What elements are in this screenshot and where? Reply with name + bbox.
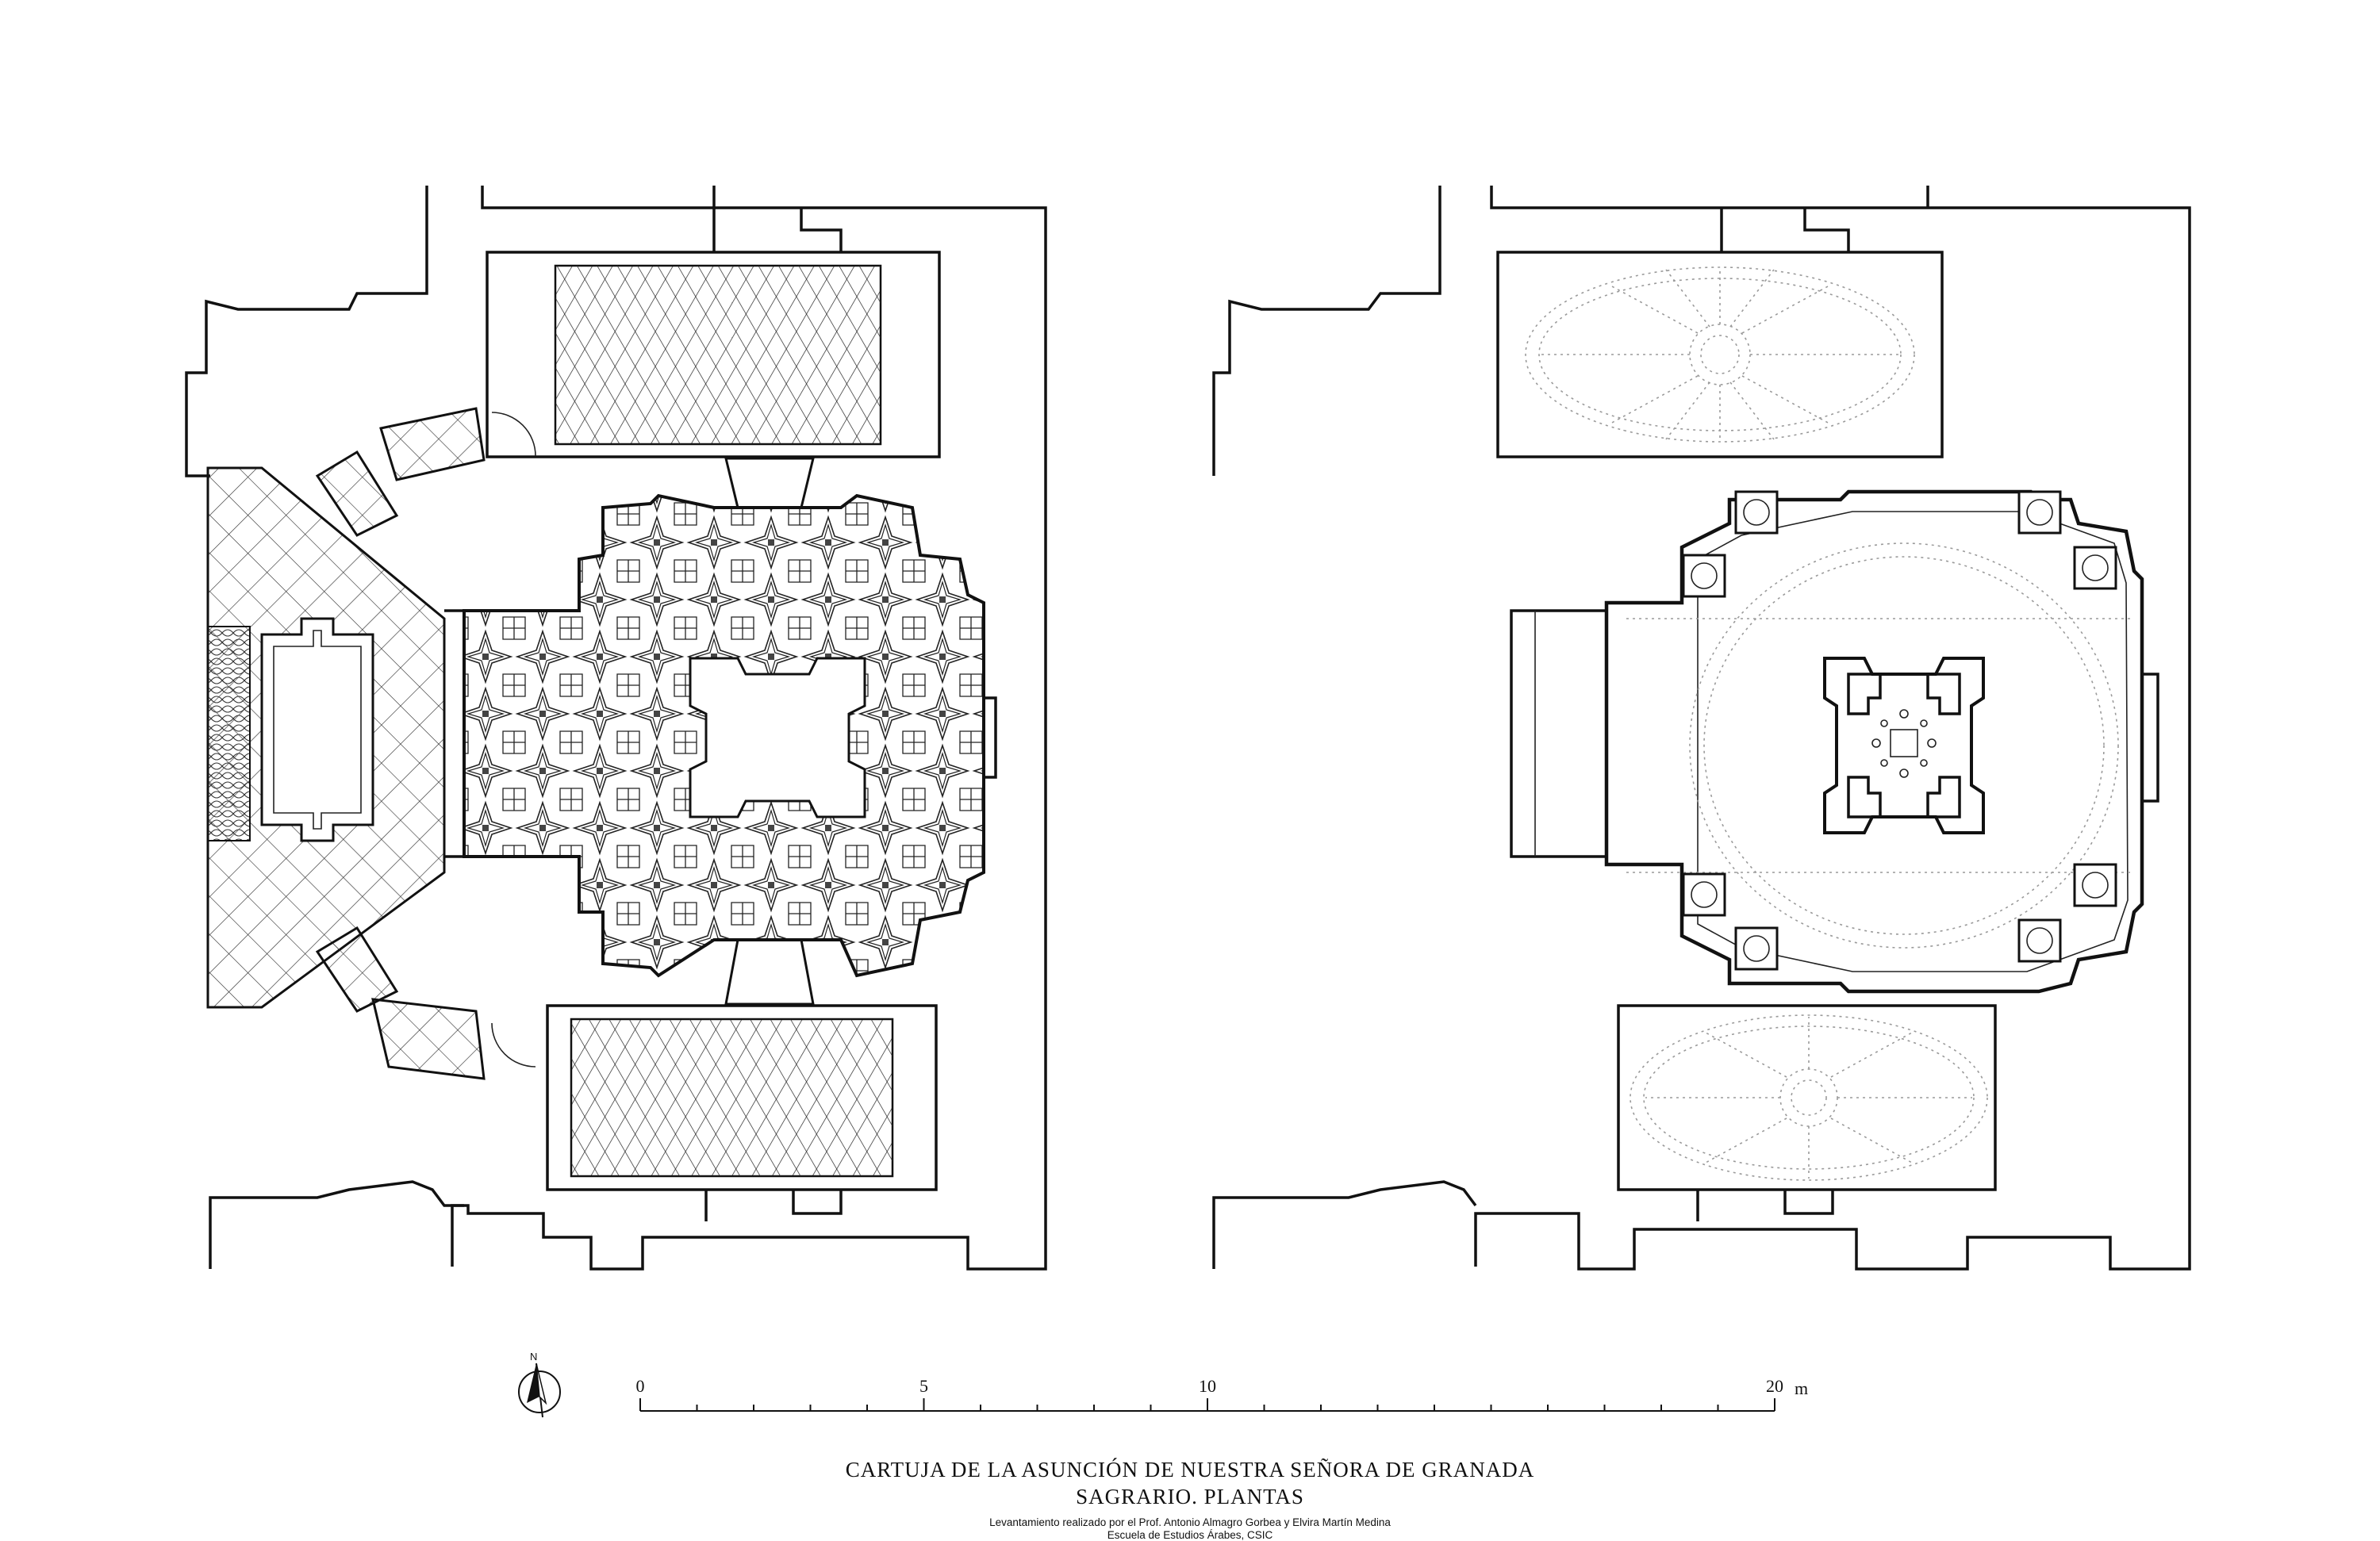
- drawing-subtitle: SAGRARIO. PLANTAS: [1076, 1485, 1304, 1508]
- scale-ticks: [639, 1398, 1775, 1411]
- scale-label: 10: [1199, 1376, 1216, 1396]
- scale-bar: 0 5 10 20 m: [636, 1376, 1808, 1412]
- scale-label: 0: [636, 1376, 645, 1396]
- north-label: N: [530, 1351, 537, 1363]
- scale-unit: m: [1795, 1378, 1808, 1398]
- north-arrow: N: [518, 1351, 561, 1418]
- credit-line-2: Escuela de Estudios Árabes, CSIC: [1107, 1529, 1273, 1541]
- scale-label: 20: [1766, 1376, 1783, 1396]
- scale-label: 5: [919, 1376, 928, 1396]
- credit-line-1: Levantamiento realizado por el Prof. Ant…: [989, 1516, 1391, 1528]
- right-plan-ceiling: [1212, 186, 2191, 1271]
- left-plan-floor: [185, 186, 1047, 1271]
- drawing-title: CARTUJA DE LA ASUNCIÓN DE NUESTRA SEÑORA…: [845, 1458, 1535, 1482]
- columns: [1682, 490, 2117, 971]
- scale-labels: 0 5 10 20: [636, 1376, 1784, 1396]
